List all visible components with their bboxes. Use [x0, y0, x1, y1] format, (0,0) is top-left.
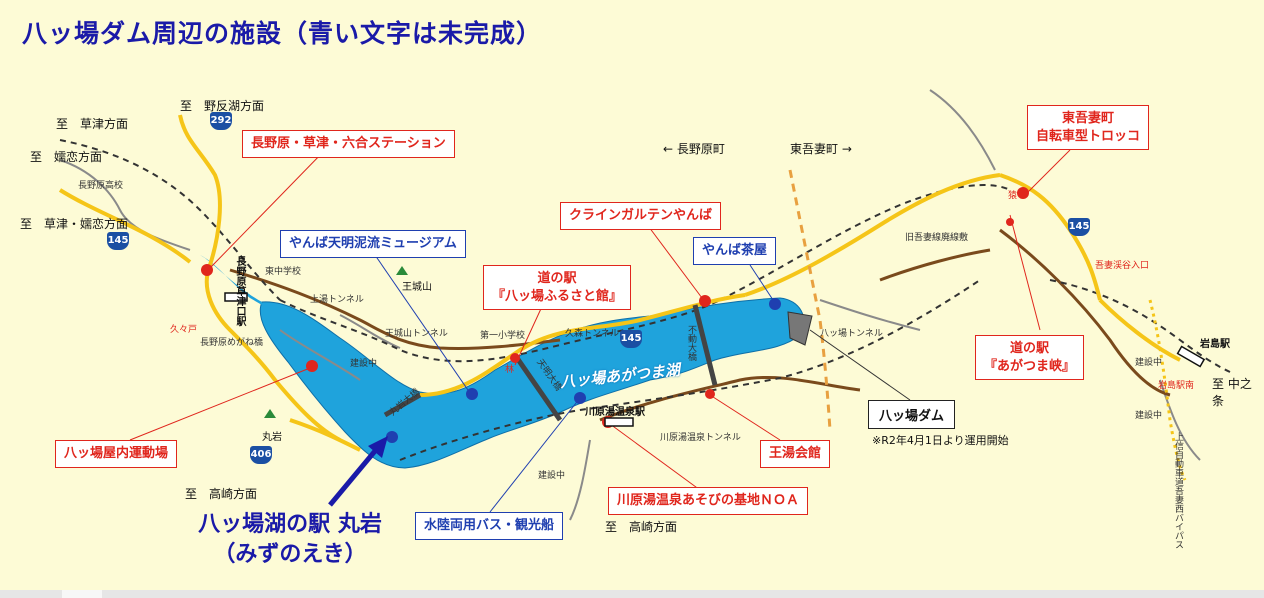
label-naganohara-bridge: 長野原めがね橋 — [200, 338, 264, 348]
brown-roads — [229, 228, 1171, 422]
bottom-scrollbar[interactable] — [0, 590, 1264, 598]
facility-higashiagatsuma-trolley[interactable]: 東吾妻町 自転車型トロッコ — [1027, 105, 1150, 151]
route-406-icon: 406 — [250, 446, 272, 464]
facility-museum[interactable]: やんば天明泥流ミュージアム — [280, 230, 466, 258]
station-iwashima: 岩島駅 — [1200, 339, 1230, 350]
label-higashi-jhs: 東中学校 — [265, 267, 302, 277]
label-under-construction: 建設中 — [538, 471, 566, 481]
town-naganohara: ← 長野原町 — [663, 142, 725, 156]
facility-klein-garten[interactable]: クラインガルテンやんば — [560, 202, 722, 230]
maruiwa-arrow — [328, 436, 388, 507]
label-kamiyu-tunnel: 上湯トンネル — [310, 295, 364, 305]
label-bypass: 上信自動車道吾妻西バイパス — [1173, 432, 1183, 549]
label-maruiwa: 丸岩 — [262, 432, 282, 443]
route-145-icon: 145 — [620, 330, 642, 348]
bridges — [383, 304, 718, 422]
facility-noa[interactable]: 川原湯温泉あそびの基地ＮＯＡ — [608, 487, 809, 515]
label-iwashima-south: 岩島駅南 — [1158, 381, 1195, 391]
dam-label[interactable]: 八ッ場ダム — [868, 400, 956, 429]
label-saru: 猿 — [1008, 191, 1018, 201]
direction-tsumagoi: 至 嬬恋方面 — [30, 150, 103, 164]
label-agatsumakyo-entrance: 吾妻渓谷入口 — [1095, 261, 1150, 271]
label-kumori-tunnel: 久森トンネル — [565, 329, 619, 339]
facility-michinoeki-agatsumakyo[interactable]: 道の駅 『あがつま峡』 — [975, 335, 1085, 381]
facility-yamba-chaya[interactable]: やんば茶屋 — [693, 237, 777, 265]
direction-nozorikko: 至 野反湖方面 — [180, 99, 265, 113]
dam-note: ※R2年4月1日より運用開始 — [872, 434, 1009, 447]
label-kukuto: 久々戸 — [170, 325, 198, 335]
scrollbar-thumb[interactable] — [62, 590, 102, 598]
label-kawarayu-tunnel: 川原湯温泉トンネル — [660, 433, 741, 443]
label-ojo-tunnel: 王城山トンネル — [385, 329, 448, 339]
bypass-route — [1148, 299, 1187, 481]
facility-dots-blue — [386, 298, 781, 443]
label-under-construction: 建設中 — [1135, 358, 1163, 368]
route-145-icon: 145 — [107, 232, 129, 250]
direction-takasaki-left: 至 高崎方面 — [185, 487, 258, 501]
label-under-construction: 建設中 — [350, 359, 378, 369]
maruiwa-peak-icon — [264, 409, 276, 418]
label-naganohara-highschool: 長野原高校 — [78, 181, 124, 191]
route-292-icon: 292 — [210, 112, 232, 130]
highlight-station-line1: 八ッ場湖の駅 丸岩 — [198, 512, 382, 537]
ojoyama-peak-icon — [396, 266, 408, 275]
facility-indoor-sports[interactable]: 八ッ場屋内運動場 — [55, 440, 178, 468]
station-kawarayu-onsen: 川原湯温泉駅 — [585, 407, 645, 418]
route-145-icon: 145 — [1068, 218, 1090, 236]
station-icons — [224, 292, 1206, 427]
station-naganohara-kusatsuguchi: 長野原草津口駅 — [234, 256, 245, 326]
minor-roads — [59, 89, 1201, 521]
label-ojoyama: 王城山 — [402, 282, 432, 293]
facility-oyu-kaikan[interactable]: 王湯会館 — [760, 440, 831, 468]
direction-kusatsu: 至 草津方面 — [56, 117, 129, 131]
town-higashiagatsuma: 東吾妻町 → — [790, 142, 852, 156]
page-title: 八ッ場ダム周辺の施設（青い文字は未完成） — [22, 19, 543, 48]
leader-lines — [129, 149, 1071, 513]
label-yamba-tunnel: 八ッ場トンネル — [820, 329, 883, 339]
label-kyu-agatsuma-line: 旧吾妻線廃線敷 — [905, 233, 969, 243]
highlight-station-label[interactable]: 八ッ場湖の駅 丸岩 （みずのえき） — [160, 510, 420, 569]
dam-structure — [787, 311, 813, 346]
highlight-station-line2: （みずのえき） — [213, 541, 367, 567]
label-fudo-bridge: 不動大橋 — [686, 325, 696, 361]
facility-naganohara-station[interactable]: 長野原・草津・六合ステーション — [242, 130, 455, 158]
town-boundary — [788, 169, 832, 431]
facility-amphibious-bus[interactable]: 水陸両用バス・観光船 — [415, 512, 564, 540]
label-hayashi: 林 — [505, 365, 515, 375]
direction-takasaki-center: 至 高崎方面 — [605, 520, 678, 534]
railway-dashed — [59, 139, 1231, 461]
direction-nakanojo: 至 中之条 — [1212, 377, 1252, 408]
direction-kusatsu-tsumagoi: 至 草津・嬬恋方面 — [20, 217, 129, 231]
label-daiichi-elem: 第一小学校 — [480, 331, 526, 341]
facility-michinoeki-furusato[interactable]: 道の駅 『八ッ場ふるさと館』 — [483, 265, 632, 311]
label-under-construction: 建設中 — [1135, 411, 1163, 421]
